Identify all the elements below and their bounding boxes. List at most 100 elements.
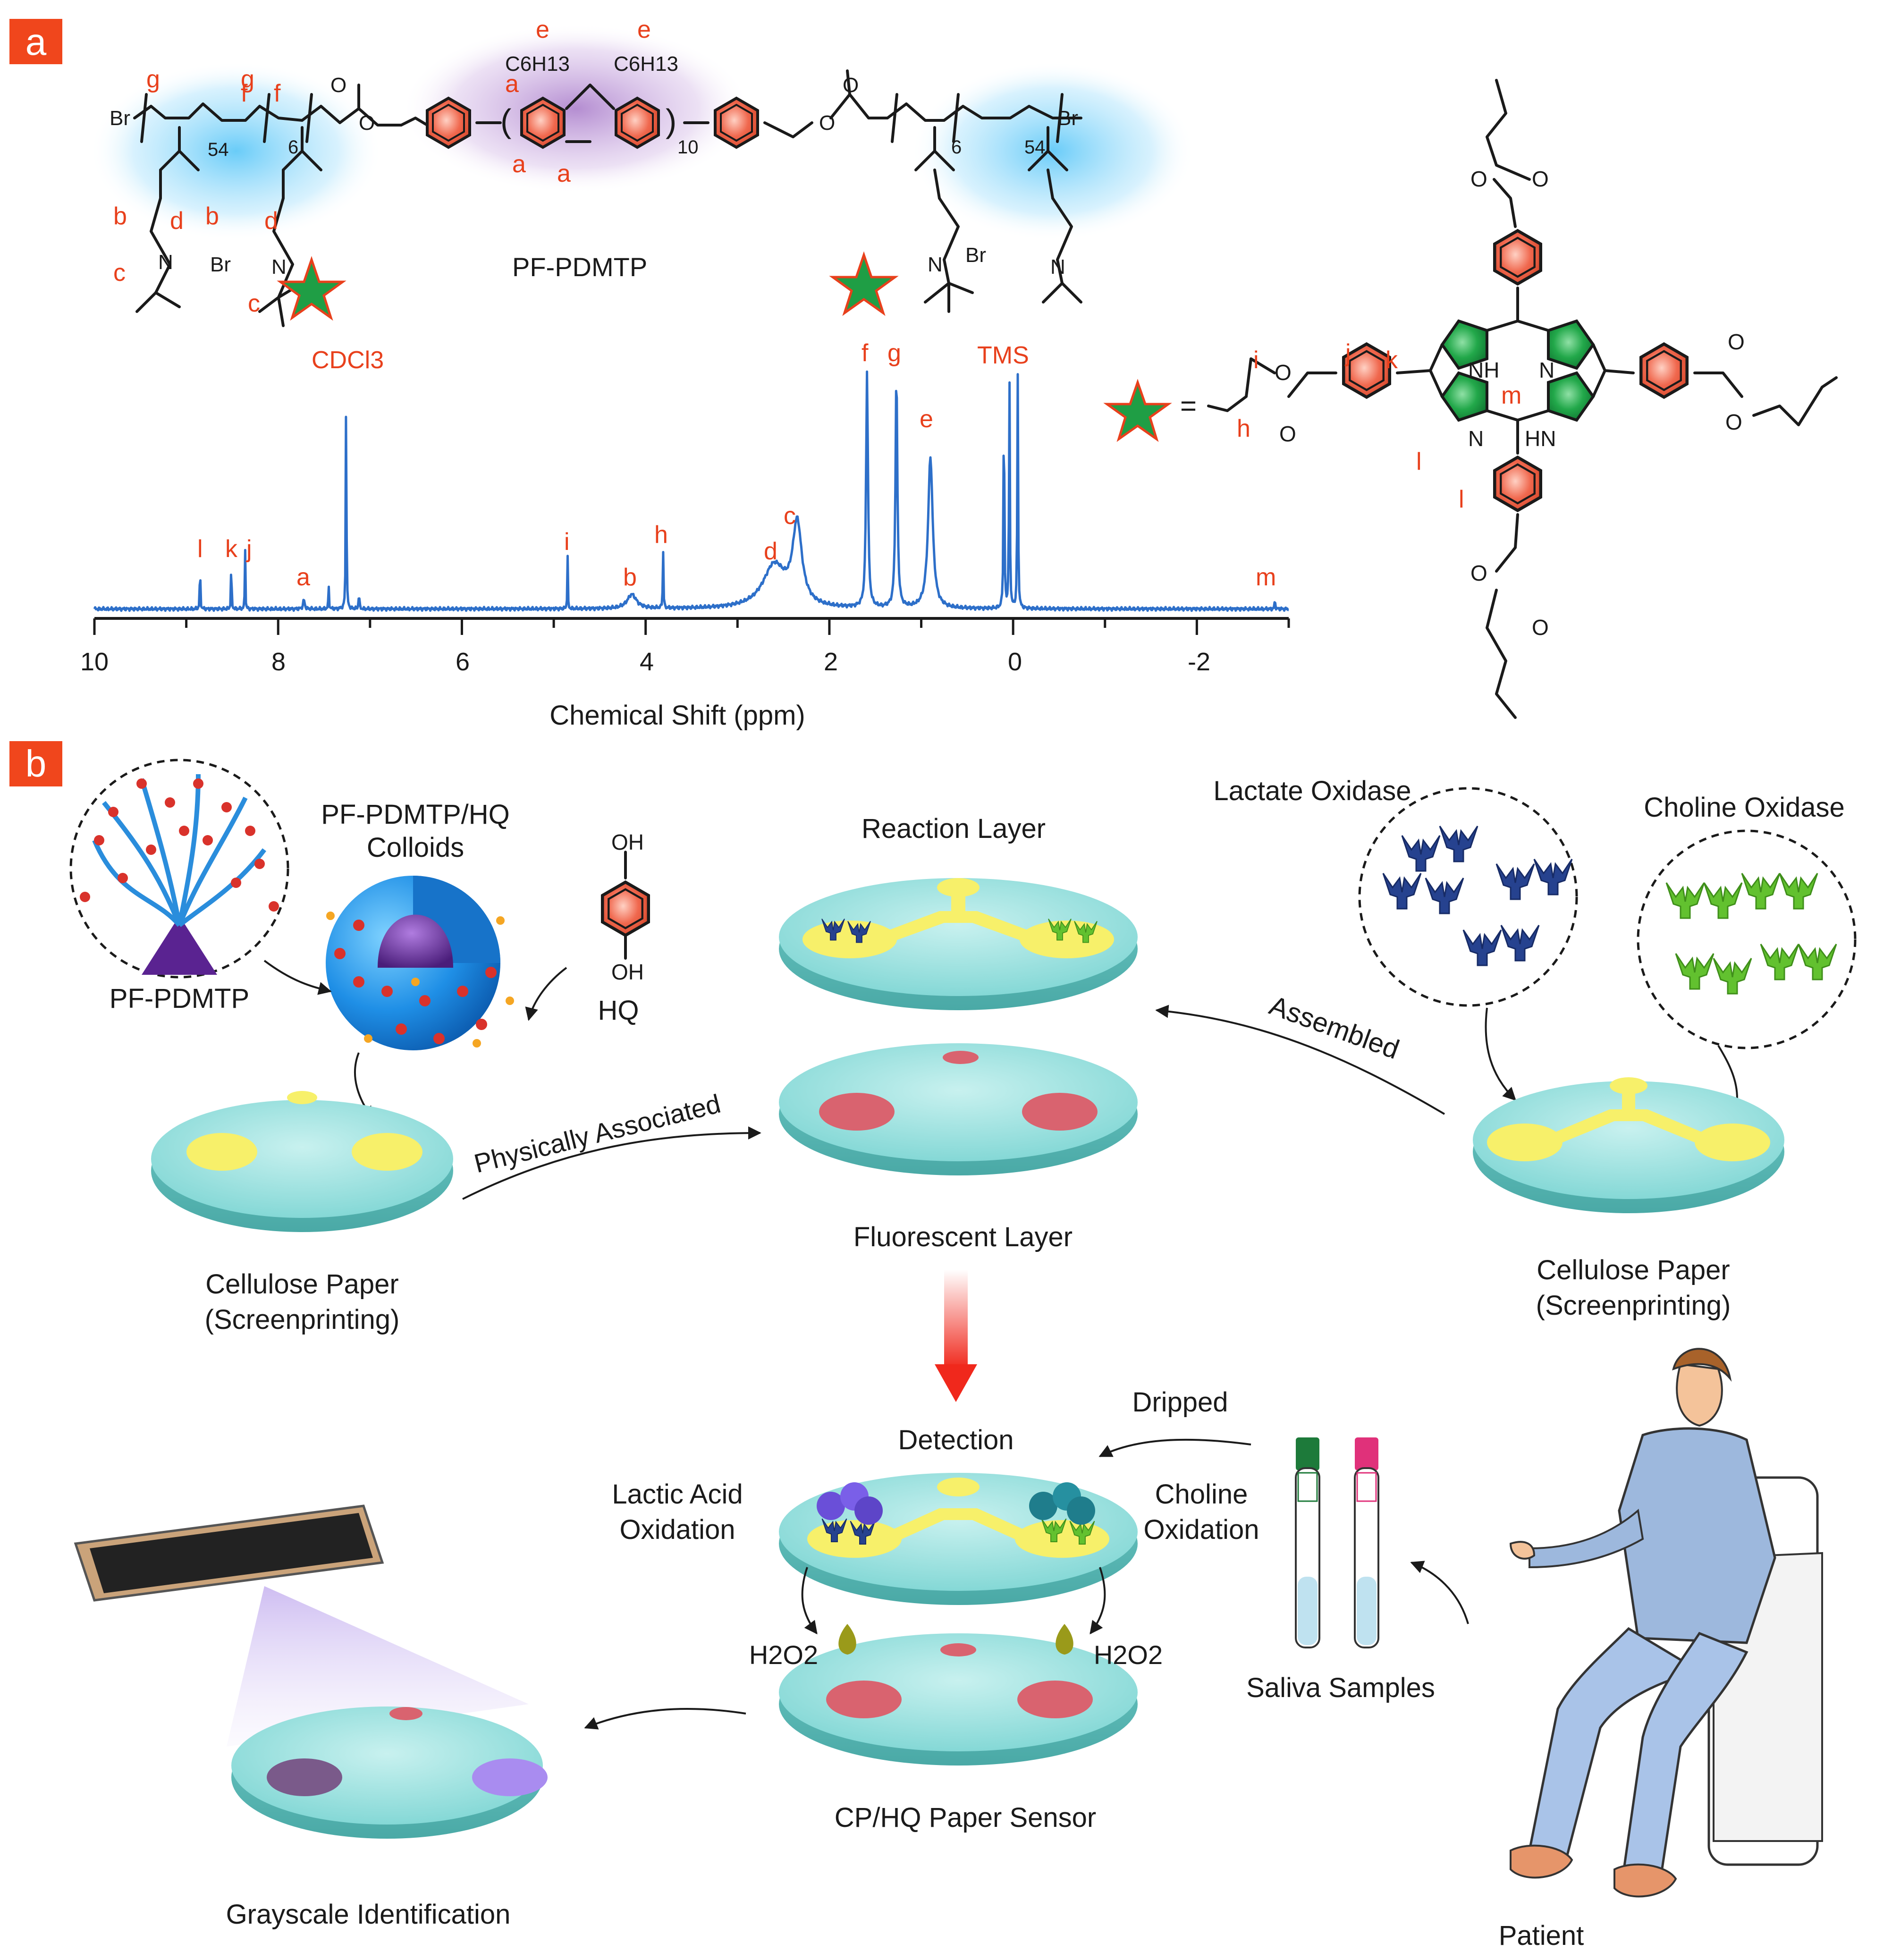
tick-label-neg2: -2	[1188, 648, 1210, 676]
nh-label: NH	[1468, 358, 1499, 382]
arrow-lactic-h2o2	[801, 1567, 818, 1635]
assembled-label: Assembled	[1266, 990, 1403, 1065]
cellulose-right-1: Cellulose Paper	[1537, 1255, 1730, 1285]
h2o2-drop-right	[1056, 1624, 1073, 1655]
choline-label-2: Oxidation	[1143, 1514, 1259, 1545]
tick-label-10: 10	[80, 648, 109, 676]
detection-down-arrow	[935, 1270, 977, 1402]
proton-a-2: a	[512, 151, 526, 178]
proton-b-2: b	[205, 203, 219, 230]
svg-text:): )	[666, 102, 676, 139]
lactate-oxidase-label: Lactate Oxidase	[1213, 776, 1411, 806]
proton-c-2: c	[248, 290, 260, 317]
lactic-label-1: Lactic Acid	[612, 1479, 743, 1510]
panel-b-badge: b	[25, 743, 47, 785]
hq-oh-top: OH	[611, 830, 644, 854]
choline-label-1: Choline	[1155, 1479, 1248, 1510]
o-left-2: O	[1279, 422, 1296, 446]
hq-molecule: OH OH	[602, 830, 649, 984]
arrow-micelle-to-colloid	[263, 960, 332, 995]
pf-pdmtp-label-b: PF-PDMTP	[110, 983, 249, 1014]
n-plus-left: N	[271, 255, 287, 279]
detection-label: Detection	[898, 1425, 1014, 1455]
o-right-2: O	[1725, 410, 1742, 434]
porph-label-k: k	[1385, 346, 1398, 374]
peak-label-d: d	[764, 538, 777, 565]
peak-label-a: a	[296, 564, 310, 591]
porph-label-l-1: l	[1416, 448, 1422, 475]
arrow-choline-h2o2	[1090, 1567, 1106, 1635]
peak-label-k: k	[225, 535, 238, 563]
sensor-label: CP/HQ Paper Sensor	[835, 1802, 1096, 1833]
proton-g-1: g	[146, 66, 160, 93]
porphyrin-structure: O O O O O O O O NH N N HN m	[1103, 79, 1838, 719]
br-minus-left: Br	[210, 253, 231, 276]
n-left-1: N	[158, 251, 173, 274]
tick-label-2: 2	[824, 648, 838, 676]
cellulose-left-1: Cellulose Paper	[205, 1269, 398, 1300]
sensor-top-disk	[779, 1473, 1138, 1605]
physically-associated-label: Physically Associated	[471, 1089, 724, 1179]
sub-10: 10	[677, 137, 699, 158]
polymer-labels: Br Br 54 6 10 6 54 C6H13 C6H13 O O O O N…	[110, 52, 1078, 282]
choline-oxidase-label: Choline Oxidase	[1644, 792, 1845, 823]
o-label-1: O	[330, 74, 346, 97]
reaction-layer-label: Reaction Layer	[862, 813, 1046, 844]
colloid-title-2: Colloids	[367, 832, 464, 863]
tick-label-0: 0	[1008, 648, 1022, 676]
hq-label: HQ	[598, 995, 639, 1026]
hq-oh-bottom: OH	[611, 960, 644, 984]
o-right-1: O	[1728, 329, 1745, 354]
peak-label-i: i	[564, 528, 570, 556]
saliva-tubes	[1295, 1437, 1379, 1648]
svg-text:(: (	[500, 102, 511, 139]
porph-label-l-2: l	[1459, 486, 1464, 513]
o-top-1: O	[1470, 167, 1487, 191]
o-label-3: O	[819, 111, 835, 135]
grayscale-disk	[231, 1707, 548, 1839]
nmr-tick-labels: 10 8 6 4 2 0 -2	[80, 648, 1210, 676]
peak-label-b: b	[623, 564, 637, 591]
proton-d-1: d	[170, 207, 184, 235]
lactate-oxidase-circle	[1358, 787, 1578, 1007]
porph-label-h: h	[1237, 415, 1250, 442]
tick-label-4: 4	[640, 648, 654, 676]
proton-g-2: g	[241, 66, 254, 93]
sub-6-right: 6	[951, 137, 962, 158]
saliva-label: Saliva Samples	[1246, 1673, 1435, 1703]
fluorene-glow	[401, 24, 751, 194]
polymer-proton-labels: g f g f b d c b d c e e a a a	[113, 16, 651, 317]
fluorescent-layer-label: Fluorescent Layer	[853, 1222, 1073, 1252]
lactic-label-2: Oxidation	[619, 1514, 735, 1545]
proton-e-2: e	[637, 16, 651, 43]
proton-d-2: d	[264, 207, 278, 235]
peak-label-h: h	[654, 521, 668, 549]
sub-54-left: 54	[208, 139, 229, 160]
pyrrole-bottom-left	[1440, 371, 1488, 422]
o-bot-2: O	[1532, 615, 1549, 640]
fluorescent-layer-disk	[779, 1043, 1138, 1175]
colloid-sphere	[326, 876, 514, 1050]
sub-6-left: 6	[288, 137, 298, 158]
peak-label-m: m	[1256, 564, 1276, 591]
grayscale-label: Grayscale Identification	[226, 1899, 511, 1930]
porphyrin-star-left	[277, 256, 346, 321]
n-label-2: N	[1468, 426, 1484, 451]
proton-a-1: a	[505, 70, 519, 98]
arrow-lactate-to-paper	[1485, 1007, 1516, 1101]
peak-label-l: l	[197, 535, 203, 563]
porph-label-j: j	[1344, 339, 1351, 367]
smartphone	[74, 1504, 384, 1602]
porph-label-m: m	[1501, 382, 1521, 409]
hexyl-right: C6H13	[614, 52, 678, 76]
n-label-1: N	[1539, 358, 1554, 382]
choline-oxidase-circle	[1637, 829, 1857, 1049]
left-cellulose-disk	[151, 1091, 453, 1232]
br-right: Br	[1057, 107, 1078, 130]
solvent-label: CDCl3	[312, 346, 384, 374]
porphyrin-star-right	[829, 251, 899, 316]
proton-f-2: f	[274, 80, 281, 107]
reference-label: TMS	[977, 342, 1029, 369]
h2o2-right-label: H2O2	[1094, 1640, 1163, 1670]
